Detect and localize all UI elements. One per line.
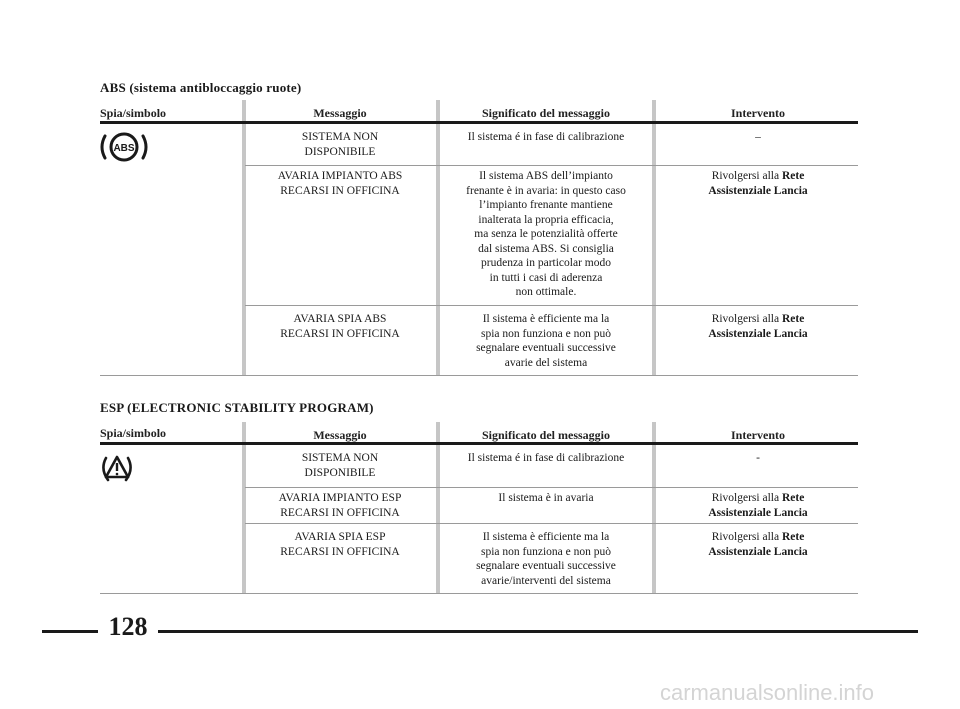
abs-section-title: ABS (sistema antibloccaggio ruote) bbox=[100, 80, 302, 95]
esp-row3-meaning: Il sistema è efficiente ma la spia non f… bbox=[476, 531, 616, 587]
esp-header-action: Intervento bbox=[731, 428, 785, 442]
esp-header-rule bbox=[100, 442, 858, 445]
abs-header-meaning: Significato del messaggio bbox=[482, 106, 610, 120]
abs-header-message: Messaggio bbox=[313, 106, 367, 120]
esp-row1-message: SISTEMA NON DISPONIBILE bbox=[301, 452, 379, 479]
esp-header-symbol: Spia/simbolo bbox=[100, 426, 167, 440]
esp-row2-action: Rivolgersi alla Rete Assistenziale Lanci… bbox=[708, 492, 808, 519]
abs-row-divider bbox=[245, 305, 858, 306]
abs-icon-label: ABS bbox=[113, 143, 134, 154]
abs-header-symbol: Spia/simbolo bbox=[100, 106, 167, 120]
abs-row3-meaning: Il sistema è efficiente ma la spia non f… bbox=[476, 313, 616, 369]
abs-row1-action: – bbox=[755, 131, 761, 143]
abs-row-divider bbox=[245, 165, 858, 166]
esp-row3-action: Rivolgersi alla Rete Assistenziale Lanci… bbox=[708, 531, 808, 558]
abs-column-separator bbox=[242, 100, 246, 376]
abs-row2-message: AVARIA IMPIANTO ABS RECARSI IN OFFICINA bbox=[277, 170, 403, 197]
esp-row2-message: AVARIA IMPIANTO ESP RECARSI IN OFFICINA bbox=[278, 492, 402, 519]
abs-column-separator bbox=[652, 100, 656, 376]
page-footer-rule-right bbox=[158, 630, 918, 633]
esp-header-message: Messaggio bbox=[313, 428, 367, 442]
abs-header-action: Intervento bbox=[731, 106, 785, 120]
esp-column-separator bbox=[242, 422, 246, 594]
abs-row1-message: SISTEMA NON DISPONIBILE bbox=[301, 131, 379, 158]
abs-row1-meaning: Il sistema é in fase di calibrazione bbox=[467, 131, 625, 143]
esp-row2-meaning: Il sistema è in avaria bbox=[498, 492, 594, 504]
esp-table-bottom-rule bbox=[100, 593, 858, 594]
abs-row2-meaning: Il sistema ABS dell’impianto frenante è … bbox=[466, 170, 626, 298]
esp-row1-action: - bbox=[756, 452, 760, 464]
esp-column-separator bbox=[436, 422, 440, 594]
esp-row-divider bbox=[245, 487, 858, 488]
page-number: 128 bbox=[108, 612, 148, 641]
esp-row3-message: AVARIA SPIA ESP RECARSI IN OFFICINA bbox=[280, 531, 400, 558]
esp-column-separator bbox=[652, 422, 656, 594]
abs-header-rule bbox=[100, 121, 858, 124]
abs-table-bottom-rule bbox=[100, 375, 858, 376]
esp-warning-triangle-icon bbox=[102, 455, 132, 482]
esp-row-divider bbox=[245, 523, 858, 524]
esp-header-meaning: Significato del messaggio bbox=[482, 428, 610, 442]
abs-column-separator bbox=[436, 100, 440, 376]
abs-row3-message: AVARIA SPIA ABS RECARSI IN OFFICINA bbox=[280, 313, 400, 340]
abs-row2-action: Rivolgersi alla Rete Assistenziale Lanci… bbox=[708, 170, 808, 197]
page-footer-rule-left bbox=[42, 630, 98, 633]
esp-section-title: ESP (ELECTRONIC STABILITY PROGRAM) bbox=[100, 400, 374, 415]
abs-warning-icon: ABS bbox=[100, 132, 148, 162]
watermark: carmanualsonline.info bbox=[660, 680, 875, 705]
abs-row3-action: Rivolgersi alla Rete Assistenziale Lanci… bbox=[708, 313, 808, 340]
esp-row1-meaning: Il sistema é in fase di calibrazione bbox=[467, 452, 625, 464]
